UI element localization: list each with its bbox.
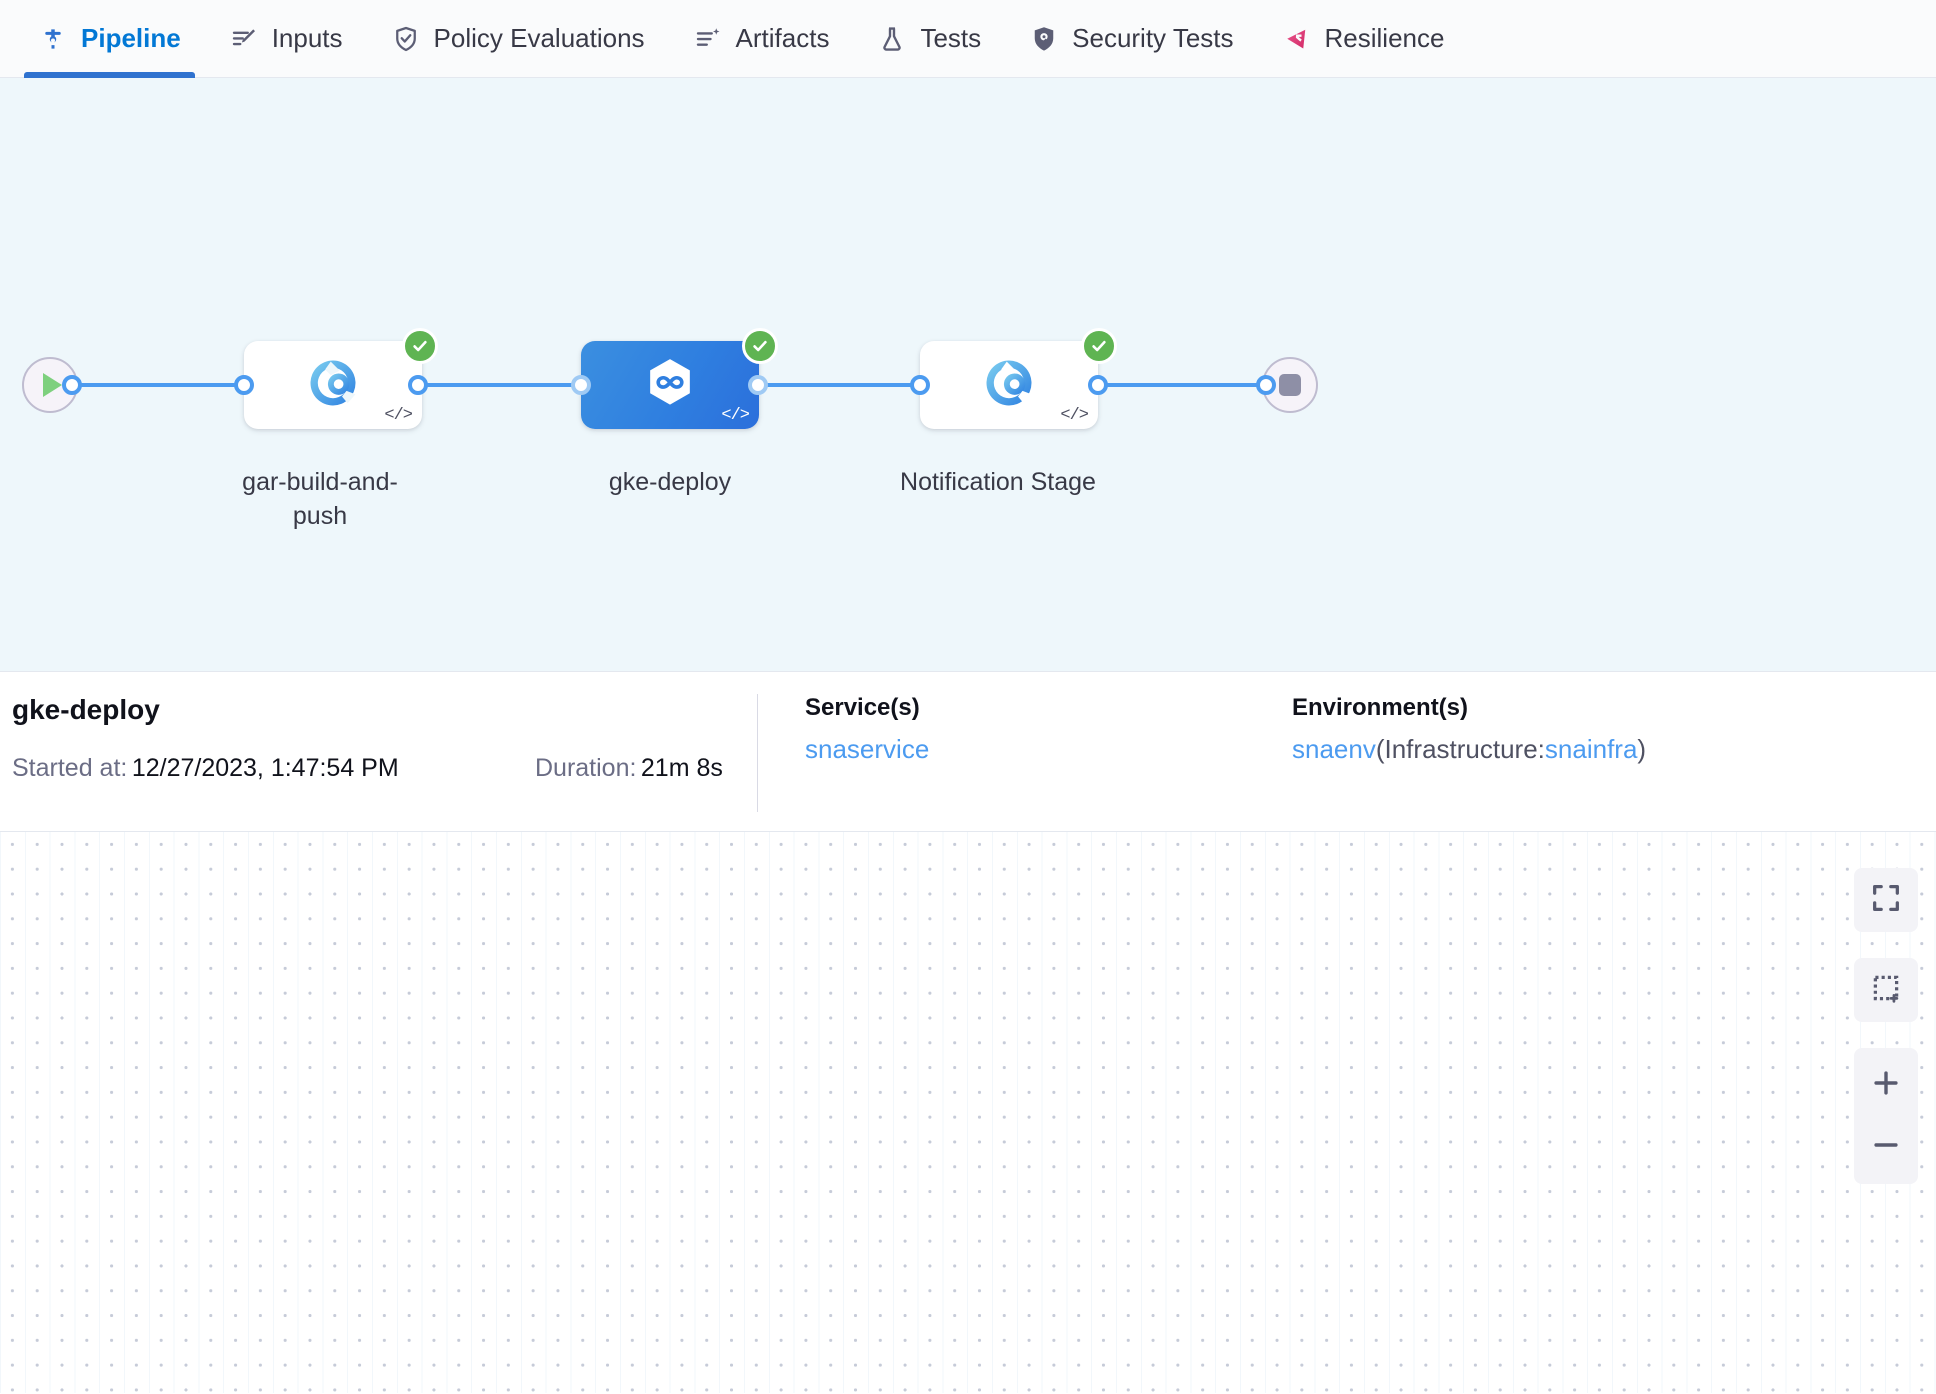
services-heading: Service(s) (805, 694, 920, 721)
started-at-group: Started at: 12/27/2023, 1:47:54 PM (12, 754, 399, 783)
tab-label: Security Tests (1072, 23, 1234, 53)
stage-node-gar-build-and-push[interactable]: </> (244, 341, 422, 429)
started-at-label: Started at: (12, 754, 128, 782)
port-stage2-out (748, 375, 768, 395)
port-stage3-in (910, 375, 930, 395)
port-stage1-in (234, 375, 254, 395)
status-badge-success (742, 328, 778, 364)
zoom-button-group (1854, 1048, 1918, 1184)
plus-icon (1869, 1066, 1903, 1105)
stage-label: gar-build-and-push (242, 468, 398, 530)
tab-policy-evaluations[interactable]: Policy Evaluations (367, 0, 669, 78)
execution-tab-bar: Pipeline Inputs Policy Evaluations (0, 0, 1936, 78)
connector-stage3-to-end (1098, 383, 1280, 387)
tab-tests[interactable]: Tests (853, 0, 1005, 78)
tab-label: Tests (920, 23, 982, 53)
pipeline-stage-graph[interactable]: </> gar-build-and-push </> gke-deploy (0, 78, 1936, 672)
status-badge-success (402, 328, 438, 364)
stage-detail-bar: gke-deploy Started at: 12/27/2023, 1:47:… (0, 672, 1936, 832)
security-shield-icon (1029, 24, 1059, 54)
connector-stage1-to-stage2 (418, 383, 588, 387)
resilience-icon (1282, 24, 1312, 54)
infrastructure-link[interactable]: snainfra (1544, 734, 1638, 764)
started-at-value: 12/27/2023, 1:47:54 PM (131, 754, 399, 782)
connector-start-to-stage1 (72, 383, 254, 387)
service-link[interactable]: snaservice (805, 734, 930, 764)
step-execution-graph[interactable]: </> Service </> Infrastructure (0, 832, 1936, 1393)
page-title: gke-deploy (12, 694, 160, 725)
tab-label: Pipeline (81, 23, 181, 53)
policy-shield-icon (391, 24, 421, 54)
pipeline-icon (38, 24, 68, 54)
artifacts-icon (693, 24, 723, 54)
environments-block: Environment(s) snaenv(Infrastructure:sna… (1292, 694, 1646, 765)
connector-stage2-to-stage3 (758, 383, 930, 387)
environment-link[interactable]: snaenv (1292, 734, 1376, 764)
inputs-icon (229, 24, 259, 54)
duration-label: Duration: (535, 754, 637, 782)
services-block: Service(s) snaservice (805, 694, 929, 765)
flask-icon (877, 24, 907, 54)
stage-node-gke-deploy[interactable]: </> (581, 341, 759, 429)
tab-label: Policy Evaluations (433, 23, 645, 53)
code-badge: </> (1060, 406, 1089, 425)
code-badge: </> (721, 406, 750, 425)
infrastructure-prefix: (Infrastructure: (1375, 734, 1545, 764)
dashed-square-icon (1869, 971, 1903, 1010)
tab-pipeline[interactable]: Pipeline (14, 0, 205, 78)
environments-heading: Environment(s) (1292, 694, 1469, 721)
zoom-in-button[interactable] (1854, 1054, 1918, 1116)
ci-build-icon (306, 356, 360, 415)
graph-view-controls (1854, 868, 1918, 1184)
duration-value: 21m 8s (640, 754, 723, 782)
stage-label: Notification Stage (900, 468, 1096, 496)
fit-to-screen-button[interactable] (1854, 868, 1918, 932)
tab-label: Inputs (271, 23, 343, 53)
play-icon (43, 373, 62, 397)
infrastructure-suffix: ) (1637, 734, 1647, 764)
tab-artifacts[interactable]: Artifacts (669, 0, 854, 78)
zoom-out-button[interactable] (1854, 1116, 1918, 1178)
tab-label: Artifacts (735, 23, 830, 53)
expand-icon (1869, 881, 1903, 920)
tab-security-tests[interactable]: Security Tests (1005, 0, 1257, 78)
stage-label: gke-deploy (608, 468, 732, 496)
port-stage3-out (1088, 375, 1108, 395)
port-end-in (1256, 375, 1276, 395)
cd-deploy-icon (642, 355, 698, 416)
port-stage1-out (408, 375, 428, 395)
code-badge: </> (384, 406, 413, 425)
duration-group: Duration: 21m 8s (535, 754, 723, 783)
tab-inputs[interactable]: Inputs (205, 0, 367, 78)
ci-build-icon (982, 356, 1036, 415)
stage-node-notification-stage[interactable]: </> (920, 341, 1098, 429)
status-badge-success (1081, 328, 1117, 364)
port-stage2-in (571, 375, 591, 395)
select-area-button[interactable] (1854, 958, 1918, 1022)
pipeline-end-node[interactable] (1262, 357, 1318, 413)
tab-label: Resilience (1324, 23, 1445, 53)
stop-icon (1279, 374, 1301, 396)
tab-resilience[interactable]: Resilience (1258, 0, 1469, 78)
port-start-out (62, 375, 82, 395)
divider (757, 694, 758, 812)
minus-icon (1869, 1128, 1903, 1167)
